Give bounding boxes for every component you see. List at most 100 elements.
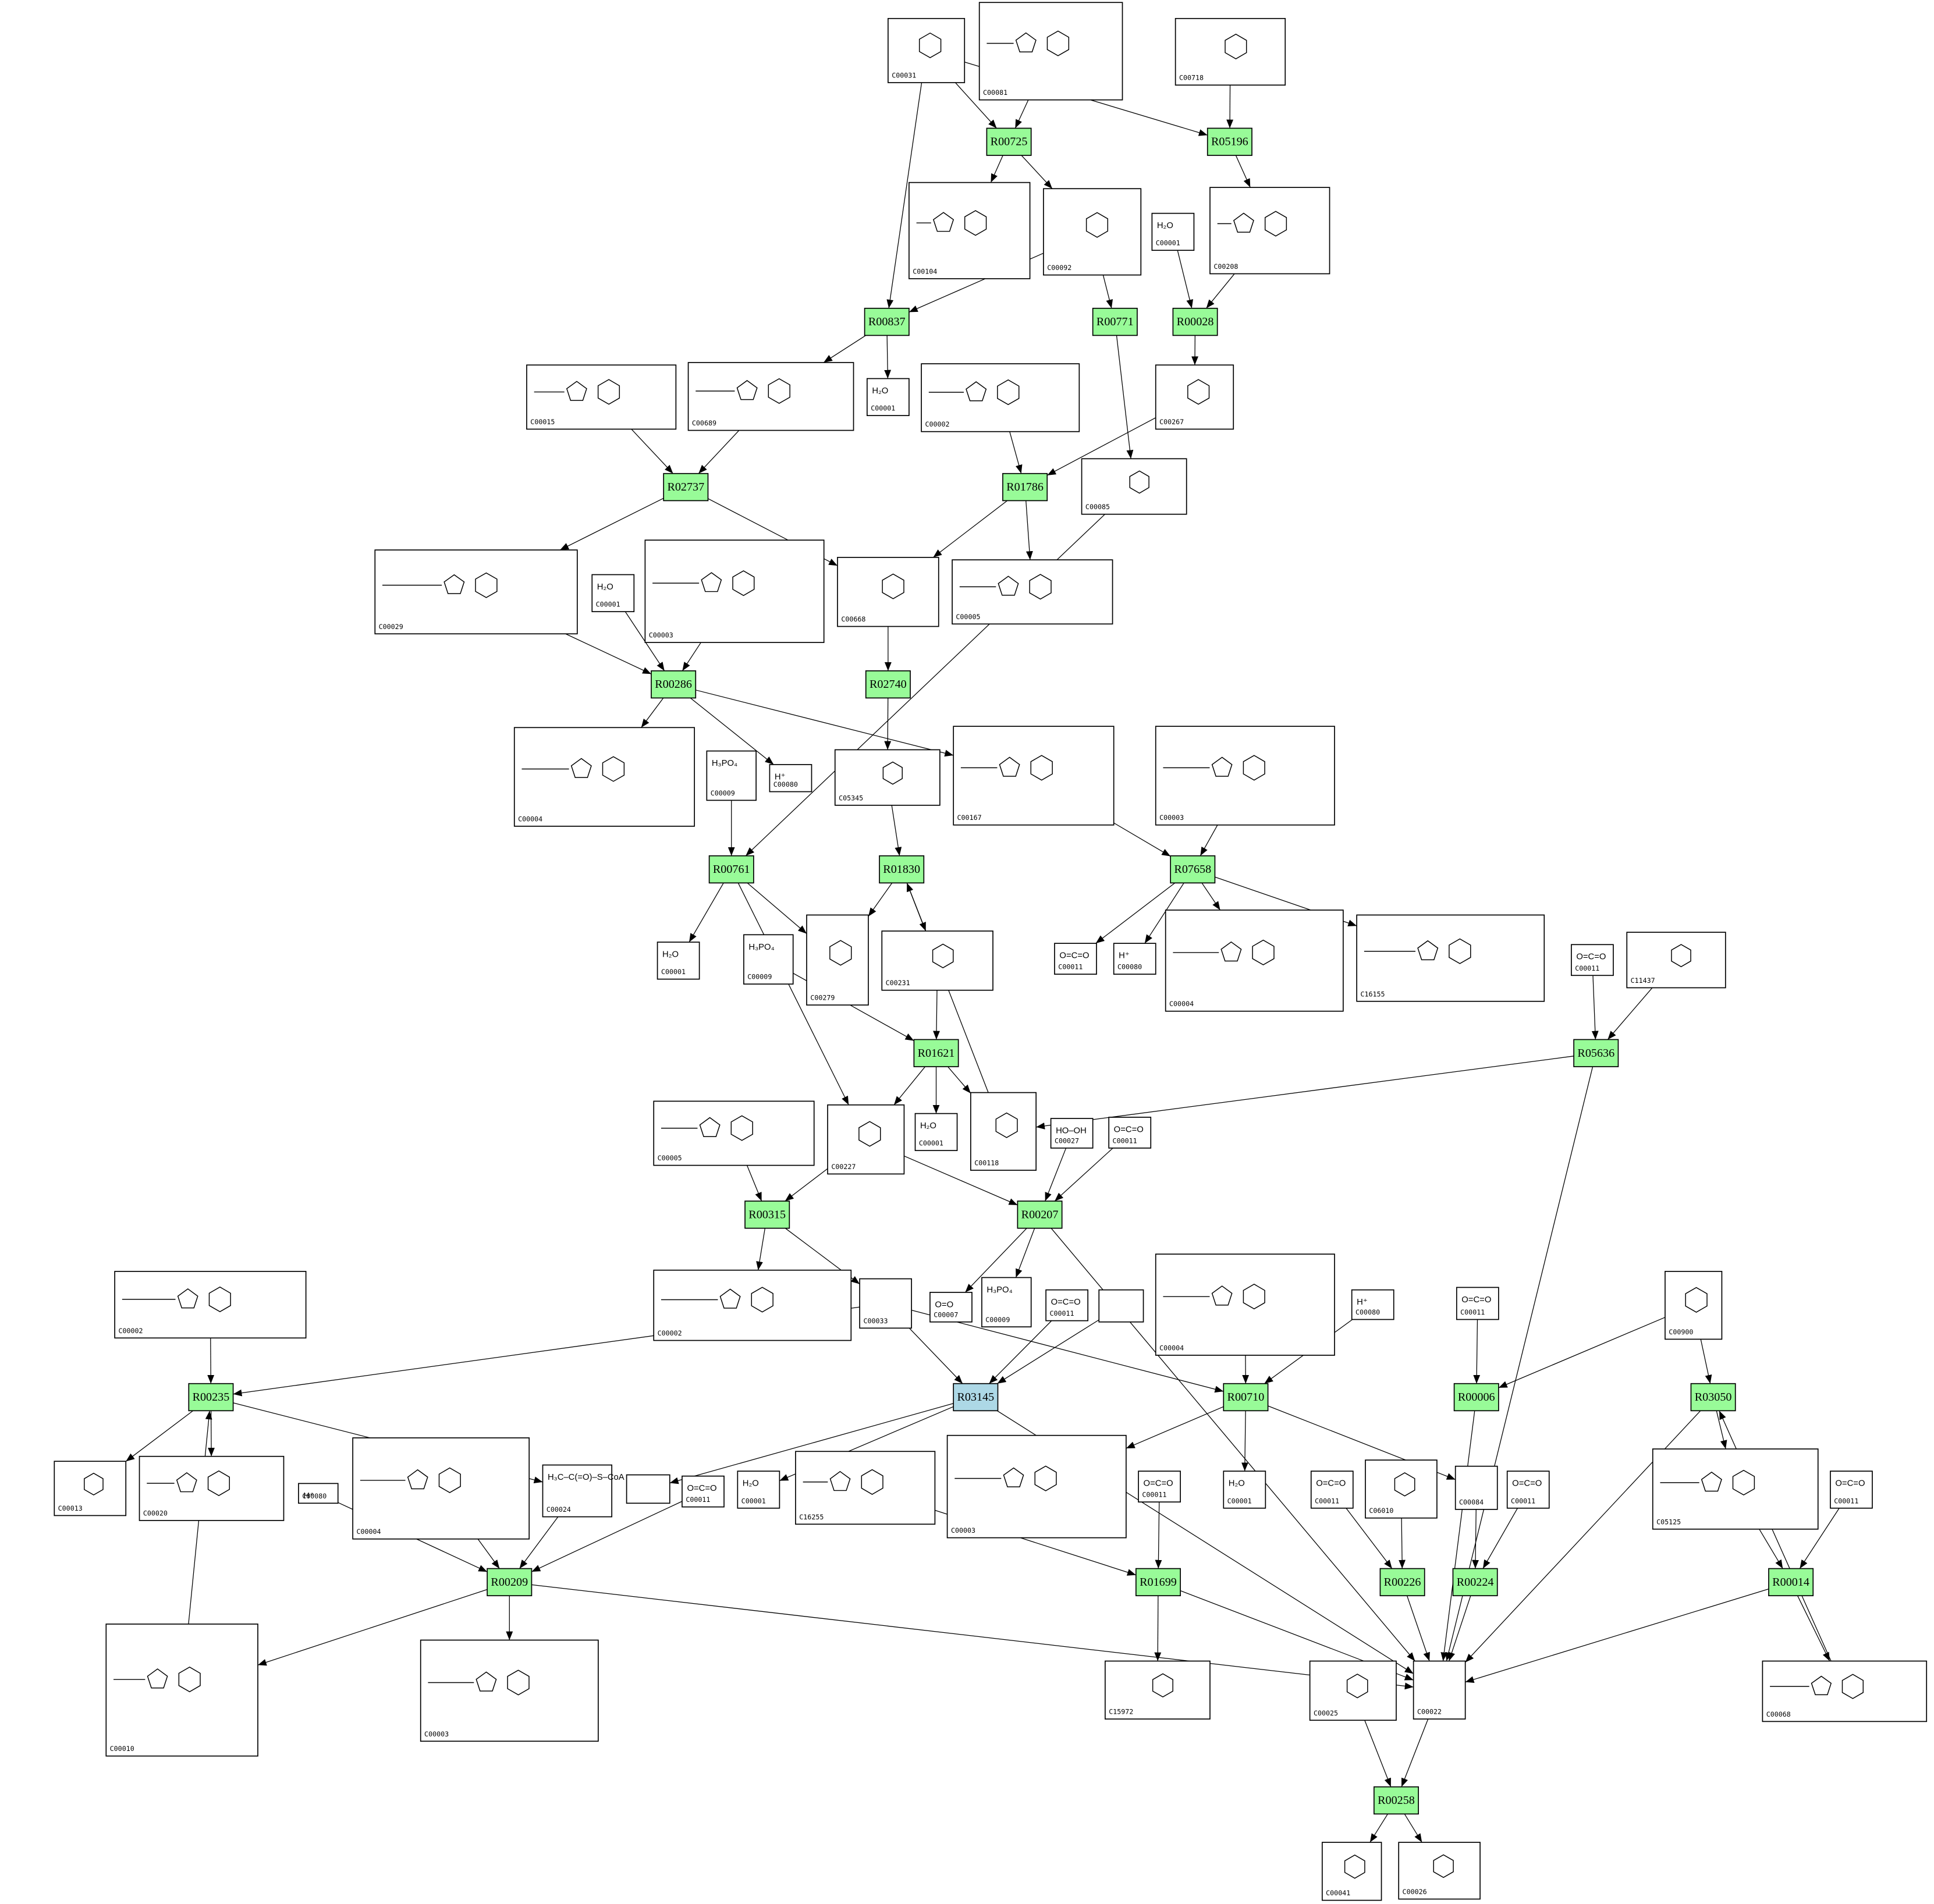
compound-node-empty[interactable] bbox=[626, 1474, 670, 1504]
reaction-node-R03050[interactable]: R03050 bbox=[1690, 1383, 1736, 1412]
compound-node-C00005[interactable]: C00005 bbox=[952, 559, 1113, 625]
compound-node-C00003[interactable]: C00003 bbox=[644, 539, 825, 643]
reaction-node-R00837[interactable]: R00837 bbox=[864, 307, 910, 336]
compound-node-C00167[interactable]: C00167 bbox=[953, 726, 1115, 826]
compound-node-C00010[interactable]: C00010 bbox=[105, 1624, 258, 1757]
compound-node-C00015[interactable]: C00015 bbox=[526, 364, 677, 430]
reaction-node-R00771[interactable]: R00771 bbox=[1092, 307, 1138, 336]
compound-node-C00013[interactable]: C00013 bbox=[54, 1461, 127, 1516]
compound-node-C00026[interactable]: C00026 bbox=[1398, 1842, 1481, 1900]
reaction-node-R01699[interactable]: R01699 bbox=[1135, 1568, 1181, 1597]
reaction-node-R01786[interactable]: R01786 bbox=[1002, 473, 1048, 502]
compound-node-C00029[interactable]: C00029 bbox=[374, 549, 578, 635]
reaction-node-R05196[interactable]: R05196 bbox=[1206, 127, 1252, 156]
reaction-node-R00725[interactable]: R00725 bbox=[986, 127, 1032, 156]
compound-node-C00279[interactable]: C00279 bbox=[806, 914, 869, 1006]
reaction-node-R01621[interactable]: R01621 bbox=[913, 1039, 959, 1067]
reaction-node-R00286[interactable]: R00286 bbox=[651, 670, 697, 699]
reaction-node-R00014[interactable]: R00014 bbox=[1768, 1568, 1814, 1597]
compound-node-C00068[interactable]: C00068 bbox=[1762, 1660, 1928, 1722]
reaction-node-R02737[interactable]: R02737 bbox=[663, 473, 709, 502]
reaction-node-R02740[interactable]: R02740 bbox=[865, 670, 911, 699]
compound-node-C00092[interactable]: C00092 bbox=[1043, 188, 1142, 276]
compound-node-C00085[interactable]: C00085 bbox=[1081, 458, 1187, 515]
compound-node-C00022[interactable]: C00022 bbox=[1413, 1660, 1466, 1720]
reaction-node-R00235[interactable]: R00235 bbox=[188, 1383, 234, 1412]
reaction-node-R00710[interactable]: R00710 bbox=[1223, 1383, 1269, 1412]
compound-node-C00227[interactable]: C00227 bbox=[827, 1104, 905, 1175]
compound-node-C00080[interactable]: H⁺C00080 bbox=[1351, 1289, 1394, 1320]
compound-node-C00118[interactable]: C00118 bbox=[970, 1092, 1037, 1171]
compound-node-C00080[interactable]: H⁺C00080 bbox=[1113, 943, 1156, 975]
reaction-node-R00761[interactable]: R00761 bbox=[708, 855, 754, 884]
compound-node-C00668[interactable]: C00668 bbox=[837, 557, 939, 627]
compound-node-C00104[interactable]: C00104 bbox=[909, 182, 1031, 279]
compound-node-C00041[interactable]: C00041 bbox=[1321, 1842, 1382, 1901]
reaction-node-R00224[interactable]: R00224 bbox=[1452, 1568, 1498, 1597]
reaction-node-R00209[interactable]: R00209 bbox=[487, 1568, 533, 1597]
reaction-node-R00258[interactable]: R00258 bbox=[1373, 1786, 1419, 1815]
compound-node-C00031[interactable]: C00031 bbox=[888, 17, 966, 83]
compound-node-C00718[interactable]: C00718 bbox=[1174, 17, 1286, 86]
compound-node-C00002[interactable]: C00002 bbox=[921, 363, 1080, 432]
reaction-node-R00207[interactable]: R00207 bbox=[1017, 1200, 1063, 1229]
reaction-node-R00006[interactable]: R00006 bbox=[1453, 1383, 1499, 1412]
compound-node-C00003[interactable]: C00003 bbox=[420, 1639, 599, 1742]
compound-node-C00231[interactable]: C00231 bbox=[881, 930, 993, 991]
reaction-node-R07658[interactable]: R07658 bbox=[1170, 855, 1216, 884]
compound-node-C16155[interactable]: C16155 bbox=[1356, 914, 1545, 1002]
compound-node-C16255[interactable]: C16255 bbox=[795, 1451, 936, 1525]
compound-node-C00004[interactable]: C00004 bbox=[1155, 1253, 1335, 1356]
compound-node-C15972[interactable]: C15972 bbox=[1104, 1660, 1211, 1720]
compound-node-C00002[interactable]: C00002 bbox=[114, 1271, 307, 1339]
compound-node-C05345[interactable]: C05345 bbox=[834, 749, 941, 806]
compound-node-C06010[interactable]: C06010 bbox=[1365, 1459, 1438, 1519]
compound-node-C00900[interactable]: C00900 bbox=[1665, 1271, 1723, 1340]
compound-node-C00689[interactable]: C00689 bbox=[687, 362, 854, 431]
compound-node-C00208[interactable]: C00208 bbox=[1209, 187, 1330, 275]
compound-node-C00267[interactable]: C00267 bbox=[1155, 364, 1234, 430]
compound-node-C00084[interactable]: C00084 bbox=[1454, 1465, 1498, 1510]
compound-node-C11437[interactable]: C11437 bbox=[1626, 932, 1726, 989]
reaction-node-R00028[interactable]: R00028 bbox=[1172, 307, 1218, 336]
compound-node-C00080[interactable]: H⁺C00080 bbox=[769, 764, 812, 793]
reaction-node-R01830[interactable]: R01830 bbox=[879, 855, 925, 884]
compound-node-C00004[interactable]: C00004 bbox=[352, 1437, 530, 1540]
compound-node-C00020[interactable]: C00020 bbox=[139, 1455, 285, 1521]
compound-node-C00033[interactable]: C00033 bbox=[859, 1278, 912, 1329]
reaction-node-R05636[interactable]: R05636 bbox=[1573, 1039, 1619, 1067]
compound-node-empty[interactable] bbox=[1098, 1289, 1144, 1323]
compound-node-C00002[interactable]: C00002 bbox=[653, 1269, 852, 1341]
compound-node-C00004[interactable]: C00004 bbox=[1165, 910, 1344, 1012]
compound-node-C00080[interactable]: H⁺C00080 bbox=[298, 1483, 339, 1504]
reaction-node-R00315[interactable]: R00315 bbox=[744, 1200, 790, 1229]
compound-node-C00003[interactable]: C00003 bbox=[1155, 726, 1335, 826]
compound-node-C05125[interactable]: C05125 bbox=[1652, 1448, 1819, 1530]
compound-node-C00004[interactable]: C00004 bbox=[513, 727, 695, 827]
compound-node-C00081[interactable]: C00081 bbox=[978, 2, 1123, 101]
reaction-node-R00226[interactable]: R00226 bbox=[1379, 1568, 1425, 1597]
reaction-node-R03145[interactable]: R03145 bbox=[953, 1383, 999, 1412]
